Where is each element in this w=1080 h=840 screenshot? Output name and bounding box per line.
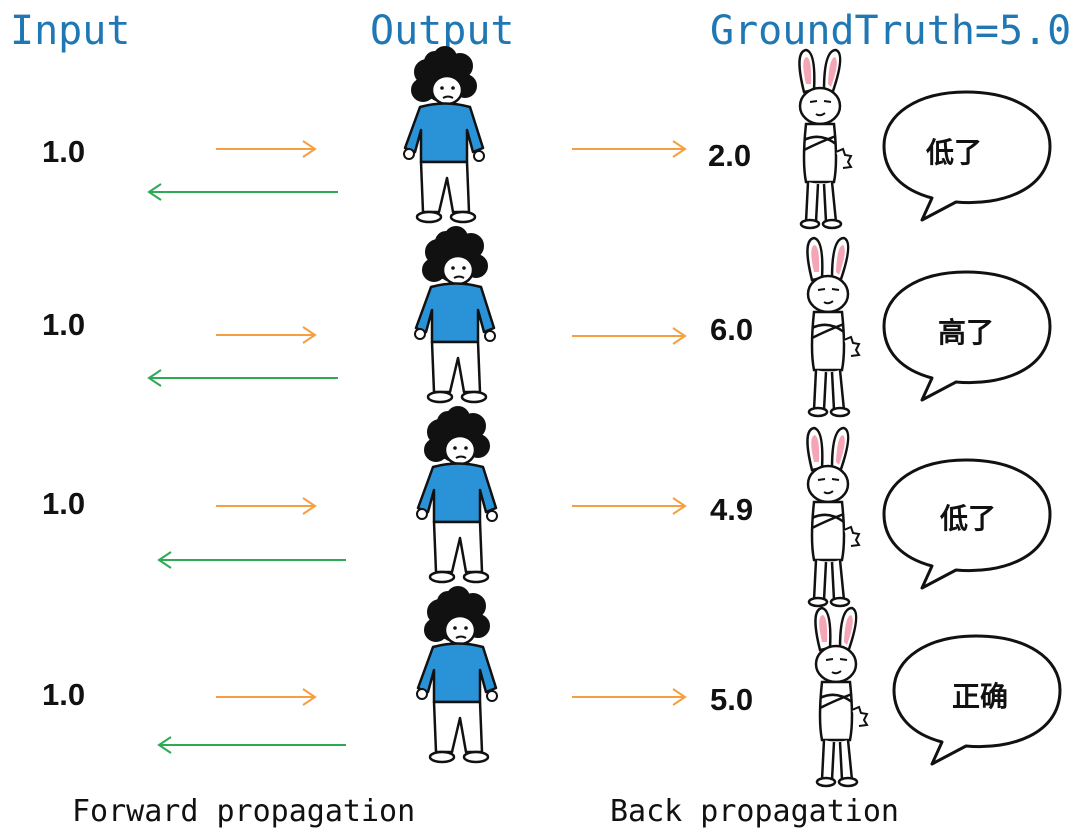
back-arrow <box>157 551 346 569</box>
person-icon <box>413 225 497 404</box>
feedback-text: 高了 <box>938 316 994 349</box>
back-propagation-label: Back propagation <box>610 794 899 829</box>
bunny-icon <box>806 236 861 418</box>
feedback-text: 低了 <box>939 502 996 535</box>
bunny-icon <box>814 606 869 788</box>
output-value: 4.9 <box>710 492 754 527</box>
forward-arrow <box>572 688 687 706</box>
output-value: 2.0 <box>708 138 752 173</box>
ground-truth-header: GroundTruth=5.0 <box>710 8 1072 54</box>
forward-arrow <box>572 497 687 515</box>
forward-propagation-label: Forward propagation <box>72 794 416 829</box>
person-icon <box>415 585 499 764</box>
output-value: 5.0 <box>710 682 754 717</box>
forward-arrow <box>572 140 687 158</box>
forward-arrow <box>216 497 317 515</box>
back-arrow <box>157 736 346 754</box>
person-icon <box>415 405 499 584</box>
bunny-icon <box>806 426 861 608</box>
bunny-icon <box>798 48 853 230</box>
input-header: Input <box>10 8 131 54</box>
feedback-text: 低了 <box>925 136 982 169</box>
forward-arrow <box>216 140 317 158</box>
person-icon <box>402 45 486 224</box>
forward-arrow <box>572 327 687 345</box>
forward-arrow <box>216 326 317 344</box>
back-arrow <box>147 369 338 387</box>
back-arrow <box>147 183 338 201</box>
input-value: 1.0 <box>42 677 86 712</box>
output-value: 6.0 <box>710 312 754 347</box>
feedback-text: 正确 <box>952 680 1008 713</box>
forward-arrow <box>216 688 317 706</box>
input-value: 1.0 <box>42 134 86 169</box>
input-value: 1.0 <box>42 486 86 521</box>
input-value: 1.0 <box>42 307 86 342</box>
